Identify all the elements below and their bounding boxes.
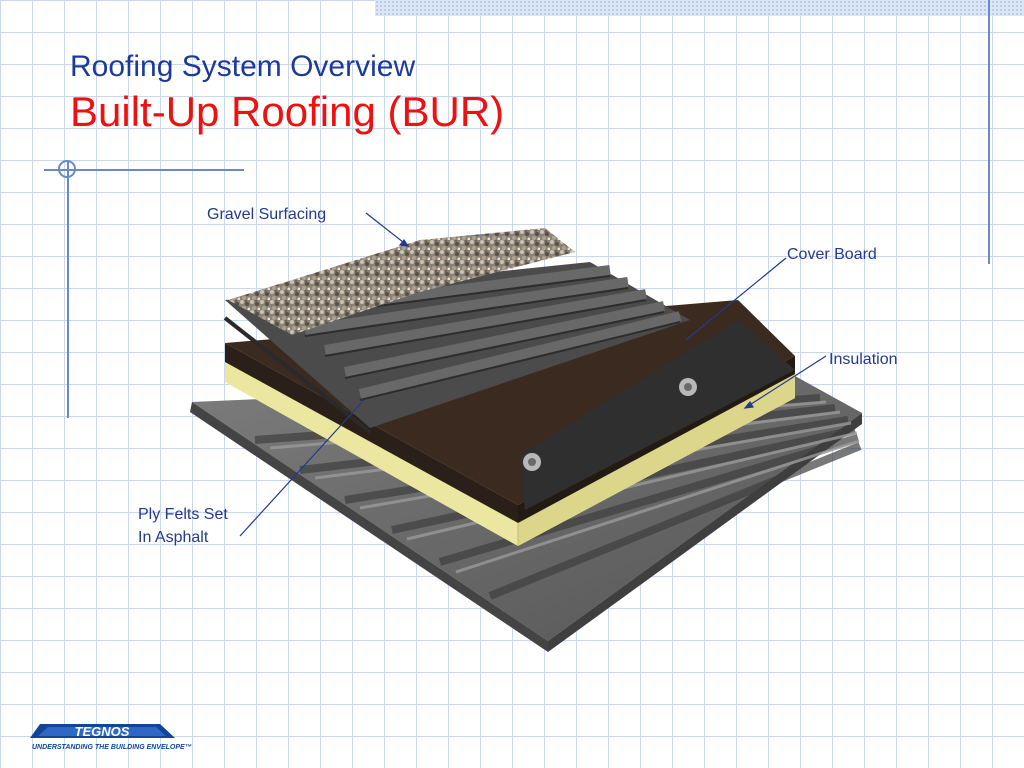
label-ply-felts-line1: Ply Felts Set <box>138 506 228 523</box>
label-ply-felts: Ply Felts Set In Asphalt <box>138 503 228 549</box>
exposed-board-strip <box>520 320 795 510</box>
rule-circle-ornament <box>58 160 76 178</box>
leader-lines <box>239 212 827 537</box>
slide-title: Built-Up Roofing (BUR) <box>70 88 505 135</box>
label-gravel-surfacing: Gravel Surfacing <box>207 206 327 223</box>
gravel-surfacing <box>228 228 575 335</box>
label-ply-felts-line2: In Asphalt <box>138 529 209 546</box>
logo-name: TEGNOS <box>75 724 130 739</box>
left-decorative-rule <box>67 160 69 418</box>
right-decorative-rule <box>988 0 990 264</box>
slide-subtitle: Roofing System Overview <box>70 50 416 83</box>
title-underline-rule <box>44 169 244 171</box>
label-cover-board: Cover Board <box>787 246 877 263</box>
logo-tagline: UNDERSTANDING THE BUILDING ENVELOPE™ <box>32 744 192 751</box>
tegnos-logo: TEGNOS UNDERSTANDING THE BUILDING ENVELO… <box>30 724 192 751</box>
label-insulation: Insulation <box>829 351 898 368</box>
top-decorative-band <box>375 0 1024 16</box>
